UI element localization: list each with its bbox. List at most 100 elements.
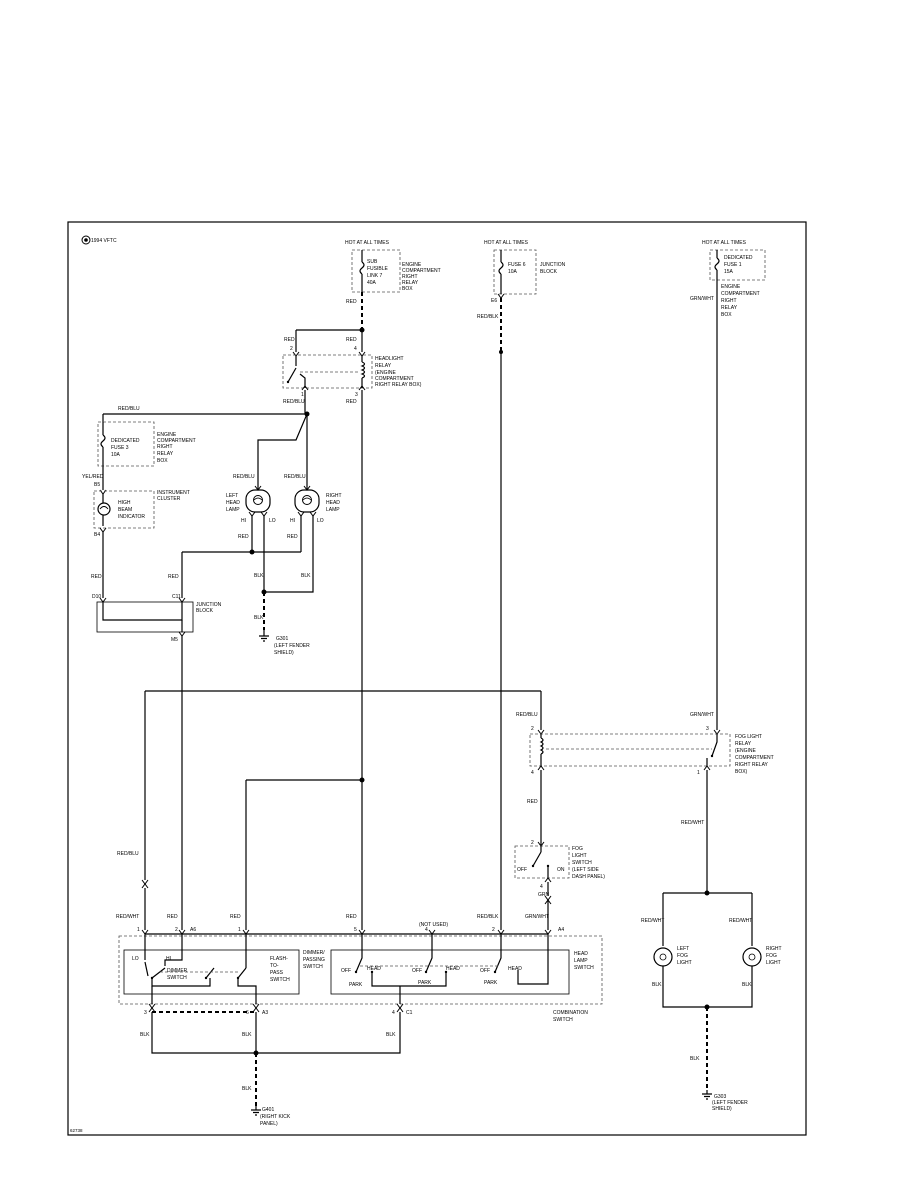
headlight-relay-box (282, 354, 373, 389)
wire-label: RED/BLK (477, 914, 499, 920)
flash-line-4: SWITCH (270, 977, 290, 983)
sub-fuse-line-1: SUB (367, 259, 378, 265)
combination-line-1: COMBINATION (553, 1010, 588, 1016)
dimmer-line-1: DIMMER/ (303, 950, 325, 956)
cluster-line-1: INSTRUMENT (157, 490, 190, 496)
pin-label: 2 (531, 840, 534, 846)
right-fog-light-icon (742, 947, 762, 967)
head-switch-contact-2-icon (425, 934, 433, 973)
g401-line-3: PANEL) (260, 1121, 278, 1127)
sub-fuse-loc-5: BOX (402, 286, 413, 292)
dimmer-sw-line-2: SWITCH (167, 975, 187, 981)
sub-fuse-loc-3: RIGHT (402, 274, 418, 280)
pin-label: 4 (392, 1010, 395, 1016)
g301-line-3: SHIELD) (274, 650, 294, 656)
high-beam-line-1: HIGH (118, 500, 131, 506)
pin-label: 2 (290, 346, 293, 352)
pin-label: 4 (540, 884, 543, 890)
dfuse3-loc-2: COMPARTMENT (157, 438, 196, 444)
wire-label: RED (284, 337, 295, 343)
pin-label: 2 (175, 927, 178, 933)
cluster-line-2: CLUSTER (157, 496, 181, 502)
wire-label: RED (346, 337, 357, 343)
fuse6-line-2: 10A (508, 269, 518, 275)
head-lamp-switch-box (330, 949, 570, 995)
fog-switch-line-4: (LEFT SIDE (572, 867, 600, 873)
flash-contact-icon (237, 967, 247, 979)
pin-label: 1 (301, 392, 304, 398)
g301-line-1: G301 (276, 636, 288, 642)
wire-label: BLK (742, 982, 752, 988)
fuse-element-icon (498, 261, 504, 275)
wire-label: RED/WHT (641, 918, 664, 924)
head-switch-line-3: SWITCH (574, 965, 594, 971)
left-head-line-3: LAMP (226, 507, 240, 513)
pin-label: 4 (531, 770, 534, 776)
wire-label: RED (91, 574, 102, 580)
pin-label: 2 (531, 726, 534, 732)
sub-fuse-line-3: LINK 7 (367, 273, 383, 279)
dimmer-hi: HI (166, 956, 171, 962)
dfuse1-loc-5: BOX (721, 312, 732, 318)
pin-label: 1 (697, 770, 700, 776)
dfuse3-line-2: FUSE 3 (111, 445, 129, 451)
wire-label: YEL/RED (82, 474, 104, 480)
pin-label: 3 (355, 392, 358, 398)
right-head-line-2: HEAD (326, 500, 340, 506)
head-switch-contact-3-icon (494, 934, 502, 973)
fog-relay-line-4: COMPARTMENT (735, 755, 774, 761)
sub-fuse-line-2: FUSIBLE (367, 266, 389, 272)
fog-switch-line-2: LIGHT (572, 853, 587, 859)
fog-relay-line-2: RELAY (735, 741, 752, 747)
headlight-relay-line-5: RIGHT RELAY BOX) (375, 382, 422, 388)
head-switch-line-2: LAMP (574, 958, 588, 964)
wire-label: BLK (140, 1032, 150, 1038)
fog-switch-on: ON (557, 867, 565, 873)
g301-line-2: (LEFT FENDER (274, 643, 310, 649)
wire-label: GRN/WHT (690, 712, 714, 718)
wire-label: BLK (242, 1086, 252, 1092)
pin-label: LO (269, 518, 276, 524)
junction-block-box (96, 601, 194, 633)
relay-contact-icon (287, 367, 297, 383)
head-switch-line-1: HEAD (574, 951, 588, 957)
high-beam-indicator-icon (97, 502, 111, 516)
dimmer-sw-line-1: DIMMER (167, 968, 188, 974)
wire-label: BLK (652, 982, 662, 988)
head-sw-park-3: PARK (484, 980, 498, 986)
bottom-connectors (148, 1003, 404, 1013)
left-head-line-1: LEFT (226, 493, 238, 499)
high-beam-line-2: BEAM (118, 507, 132, 513)
wire-label: RED/WHT (681, 820, 704, 826)
right-head-line-3: LAMP (326, 507, 340, 513)
pin-label: LO (317, 518, 324, 524)
fuse6-loc-2: BLOCK (540, 269, 558, 275)
wire-label: GRN (538, 892, 550, 898)
dimmer-line-2: PASSING (303, 957, 325, 963)
head-sw-off-1: OFF (341, 968, 351, 974)
wire-label: RED (230, 914, 241, 920)
ground-icon (702, 1090, 712, 1100)
relay-coil-icon (539, 737, 544, 755)
pin-label: 4 (425, 927, 428, 933)
pin-label: B5 (94, 482, 100, 488)
head-sw-head-2: HEAD (446, 966, 460, 972)
fog-switch-line-5: DASH PANEL) (572, 874, 605, 880)
pin-label: D10 (92, 594, 101, 600)
wire-label: RED (287, 534, 298, 540)
head-switch-contact-1-icon (355, 934, 363, 973)
sub-fuse-loc-2: COMPARTMENT (402, 268, 441, 274)
dfuse1-line-3: 15A (724, 269, 734, 275)
dfuse3-line-3: 10A (111, 452, 121, 458)
head-sw-park-2: PARK (418, 980, 432, 986)
headlight-relay-line-3: (ENGINE (375, 370, 397, 376)
fuse6-line-1: FUSE 6 (508, 262, 526, 268)
fog-relay-line-5: RIGHT RELAY (735, 762, 769, 768)
dedicated-fuse-1-box (709, 249, 766, 281)
ground-icon (259, 630, 269, 642)
head-sw-head-1: HEAD (367, 966, 381, 972)
combination-switch-box (118, 935, 603, 1005)
pin-label: M5 (171, 637, 178, 643)
wire-label: BLK (386, 1032, 396, 1038)
dfuse3-loc-5: BOX (157, 458, 168, 464)
